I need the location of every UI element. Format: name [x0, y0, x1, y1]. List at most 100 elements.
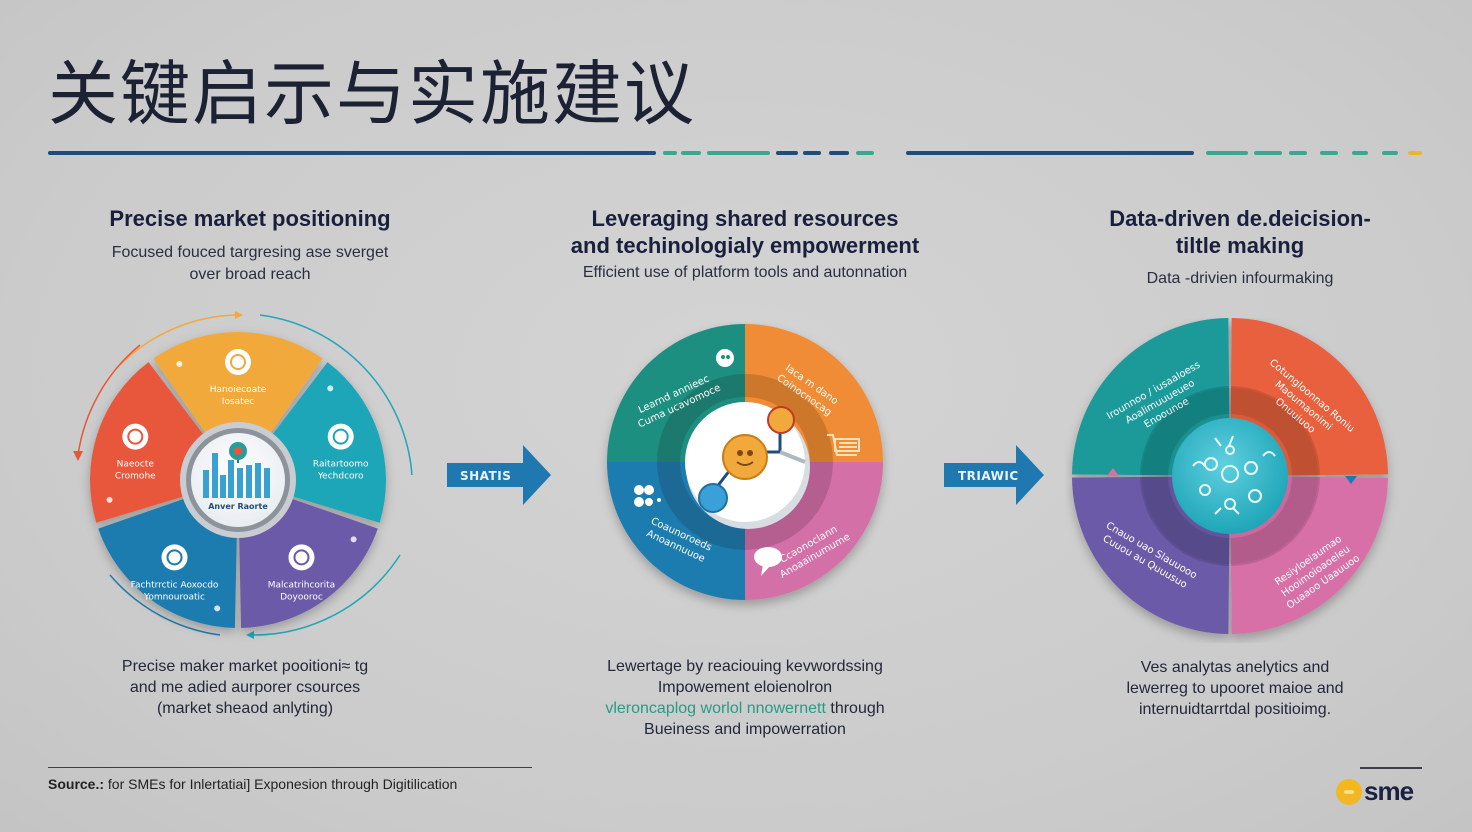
- orbit-arrow-arc: [249, 554, 401, 636]
- heading-line: Leveraging shared resources: [591, 206, 899, 231]
- segment-label-line: Yechdcoro: [317, 472, 364, 482]
- divider-segment: [776, 151, 798, 155]
- column-1-subheading: Focused fouced targresing ase sverget ov…: [60, 242, 440, 286]
- page-title: 关键启示与实施建议: [48, 53, 696, 135]
- footer-line: vleroncaplog worlol nnowernett through: [560, 698, 930, 719]
- target-people-icon-glyph: [230, 354, 246, 370]
- source-divider: [48, 767, 532, 768]
- divider-segment: [1320, 151, 1338, 155]
- divider-segment: [856, 151, 874, 155]
- divider-segment: [803, 151, 821, 155]
- divider-segment: [48, 151, 656, 155]
- segment-label-line: Cromohe: [115, 472, 156, 482]
- column-3-heading: Data-driven de.deicision- tiltle making: [1060, 205, 1420, 259]
- chart-circle-icon: [288, 544, 315, 571]
- footer-line: Lewertage by reaciouing kevwordssing: [607, 658, 883, 675]
- sme-logo: sme: [1336, 776, 1414, 807]
- inner-ring: [745, 462, 833, 550]
- divider-segment: [1352, 151, 1368, 155]
- column-1-heading: Precise market positioning: [109, 206, 391, 231]
- segment-dot: [176, 360, 183, 367]
- divider-segment: [906, 151, 1194, 155]
- globe-network-icon-glyph: [332, 428, 349, 445]
- heading-line: Data-driven de.deicision-: [1109, 206, 1371, 231]
- footer-line: lewerreg to upooret maioe and: [1126, 680, 1344, 697]
- inner-ring: [657, 374, 745, 462]
- molecule-connect-icon: [698, 406, 806, 513]
- arrow-shape: [447, 445, 551, 505]
- logo-text: sme: [1364, 776, 1414, 806]
- divider-segment: [1382, 151, 1398, 155]
- chat-bubble-icon: [754, 547, 782, 576]
- divider-segment: [681, 151, 701, 155]
- hub-face: [1172, 418, 1288, 534]
- arrow-icon: [1107, 468, 1119, 476]
- segment-label-line: Naeocte: [117, 460, 155, 470]
- data-driven-wheel: Irounnoo / iusaaloessAoalimuuueueoEnooun…: [1072, 318, 1388, 634]
- segment-dot: [327, 385, 334, 392]
- segment-label-line: Iosatec: [222, 397, 254, 407]
- handshake-icon: [161, 544, 188, 571]
- divider-segment: [1206, 151, 1248, 155]
- subheading-line: Focused fouced targresing ase sverget: [111, 244, 389, 261]
- orbit-arrow-arc: [119, 314, 236, 366]
- logo-mark-icon: [1336, 778, 1362, 805]
- footer-word: through: [830, 700, 885, 717]
- cart-icon: [827, 434, 860, 456]
- team-icon-glyph: [127, 428, 144, 445]
- segment-label-line: Hanoiecoate: [210, 385, 267, 395]
- arrow-head-icon: [246, 631, 254, 639]
- footer-line: Precise maker market pooitioni≈ tg: [121, 658, 369, 675]
- source-citation: Source.: for SMEs for Inlertatiai] Expon…: [48, 776, 457, 792]
- segment-label-line: Doyooroc: [280, 592, 323, 602]
- inner-ring: [1140, 386, 1230, 476]
- subheading-line: over broad reach: [189, 266, 311, 283]
- footer-line: (market sheaod anlyting): [156, 700, 334, 717]
- segment-label-line: Fachtrrctic Aoxocdo: [131, 580, 219, 590]
- arrow-head-icon: [235, 311, 243, 319]
- segment-dot: [350, 536, 357, 543]
- user-chat-icon: [716, 349, 734, 367]
- footer-line: and me adied aurporer csources: [129, 679, 361, 696]
- divider-segment: [1289, 151, 1307, 155]
- heading-line: tiltle making: [1175, 233, 1305, 258]
- source-prefix: Source.:: [48, 776, 105, 792]
- segment-label-line: Malcatrihcorita: [268, 580, 335, 590]
- inner-ring: [745, 374, 833, 462]
- segment-dot: [106, 496, 113, 503]
- segment-label-line: Raitartoomo: [313, 460, 369, 470]
- people-icon: [634, 485, 661, 507]
- inner-ring: [1140, 476, 1230, 566]
- divider-segment: [1408, 151, 1422, 155]
- arrow-head-icon: [73, 451, 83, 461]
- team-icon: [122, 423, 149, 450]
- bar-chart-pin-icon: [203, 442, 270, 498]
- highlight-text: vleroncaplog worlol nnowernett: [605, 700, 826, 717]
- orbit-arrow-arc: [259, 314, 413, 476]
- wheel-segment: [153, 332, 323, 480]
- divider-segment: [1254, 151, 1282, 155]
- footer-line: Impowement eloienolron: [657, 679, 833, 696]
- inner-ring: [1230, 476, 1320, 566]
- column-2-footer: Lewertage by reaciouing kevwordssing Imp…: [560, 656, 930, 740]
- column-3-subheading: Data -drivien infourmaking: [1146, 270, 1334, 287]
- segment-dot: [214, 605, 221, 612]
- orbit-arrow-arc: [109, 574, 221, 636]
- inner-ring: [1230, 386, 1320, 476]
- process-arrow-2: [944, 445, 1044, 505]
- target-people-icon: [225, 349, 251, 375]
- source-text: for SMEs for Inlertatiai] Exponesion thr…: [104, 776, 458, 792]
- column-2-heading: Leveraging shared resources and techinol…: [530, 205, 960, 259]
- column-2-subheading: Efficient use of platform tools and auto…: [582, 264, 908, 281]
- process-arrow-1: [447, 445, 551, 505]
- chart-circle-icon-glyph: [293, 549, 310, 566]
- divider-segment: [829, 151, 849, 155]
- hub-label: Anver Raorte: [208, 502, 268, 511]
- column-3-footer: Ves analytas anelytics and lewerreg to u…: [1080, 657, 1390, 720]
- segment-label-line: Yomnouroatic: [143, 592, 205, 602]
- handshake-icon-glyph: [166, 549, 183, 566]
